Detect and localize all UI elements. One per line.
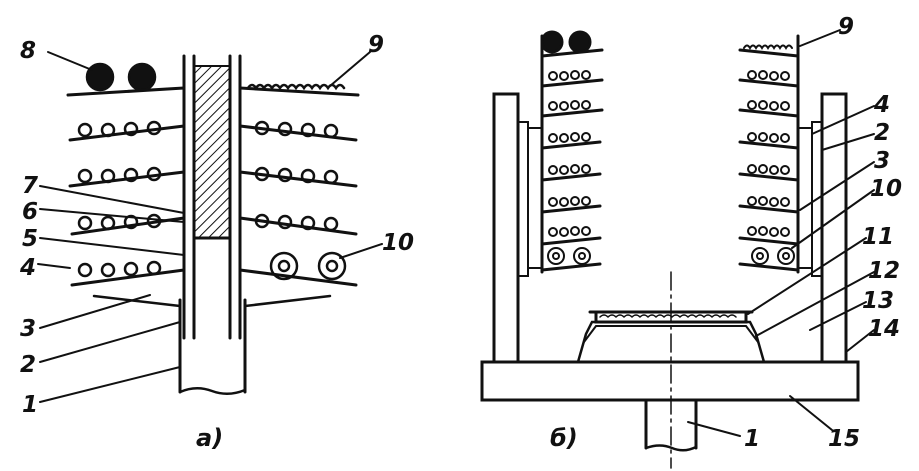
label-a-4: 4 — [19, 255, 36, 281]
right-trays — [238, 86, 360, 308]
label-a-3: 3 — [20, 316, 36, 342]
left-rack — [517, 30, 604, 277]
label-b-2: 2 — [874, 120, 890, 146]
base-plate — [480, 360, 860, 402]
right-parts — [246, 83, 347, 281]
label-b-10: 10 — [870, 176, 902, 202]
label-b-3: 3 — [874, 148, 890, 174]
label-b-12: 12 — [868, 258, 900, 284]
leaders-b — [687, 29, 875, 437]
figure-b — [480, 29, 875, 469]
left-parts — [77, 62, 162, 278]
label-b-13: 13 — [862, 288, 894, 314]
leaders-a — [37, 51, 383, 403]
label-b-11: 11 — [862, 224, 894, 250]
left-upright — [492, 92, 520, 364]
label-a-10: 10 — [382, 230, 414, 256]
label-b-9: 9 — [838, 14, 854, 40]
label-b-4: 4 — [873, 92, 890, 118]
label-a-6: 6 — [22, 199, 38, 225]
label-a-7: 7 — [22, 173, 38, 199]
label-a-9: 9 — [368, 32, 384, 58]
figure-a — [37, 51, 383, 403]
label-a-5: 5 — [22, 226, 38, 252]
center-fixture — [576, 310, 766, 364]
caption-a: а) — [196, 424, 223, 452]
label-b-1: 1 — [744, 426, 760, 452]
label-a-1: 1 — [22, 392, 38, 418]
label-b-14: 14 — [868, 316, 900, 342]
label-a-8: 8 — [20, 38, 36, 64]
label-b-15: 15 — [828, 426, 860, 452]
central-shaft — [178, 54, 247, 395]
label-a-2: 2 — [20, 352, 36, 378]
caption-b: б) — [550, 424, 578, 452]
right-rack — [738, 34, 823, 277]
